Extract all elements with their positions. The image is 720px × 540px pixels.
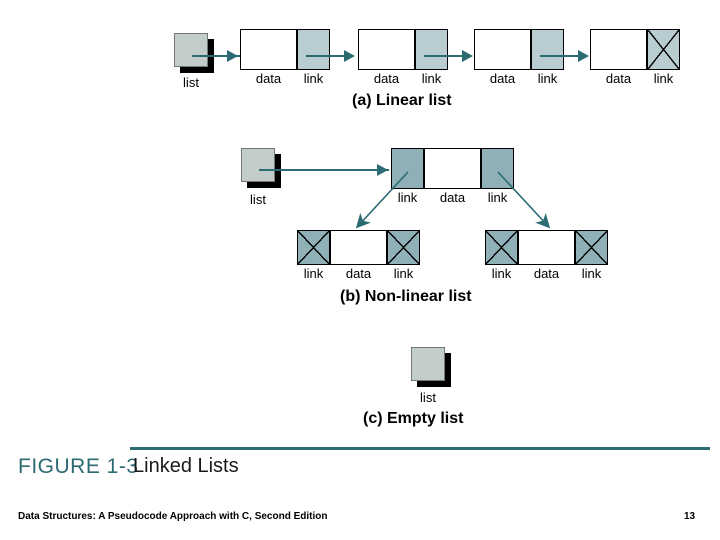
linear-head-arrow-head [227, 50, 238, 62]
linear-head-pointer-box [174, 33, 208, 67]
linear-node-1-arrow-line [306, 55, 350, 57]
caption-empty-list: (c) Empty list [363, 410, 464, 427]
linear-node-3-data-label: data [489, 71, 516, 86]
nonlinear-child1-left-link-label: link [303, 266, 324, 281]
nonlinear-child2-left-link-label: link [491, 266, 512, 281]
nonlinear-root-left-link-label: link [397, 190, 418, 205]
nonlinear-child2-data-cell [518, 230, 575, 265]
nonlinear-child2-right-link-label: link [581, 266, 602, 281]
linear-node-3-arrow-line [540, 55, 584, 57]
caption-nonlinear-list: (b) Non-linear list [340, 288, 472, 305]
linear-node-3-link-cell [531, 29, 564, 70]
nonlinear-child2-right-link-cell-null [575, 230, 608, 265]
nonlinear-child2-left-link-cell-null [485, 230, 518, 265]
linear-head-pointer-label: list [183, 75, 199, 90]
nonlinear-child1-right-link-label: link [393, 266, 414, 281]
linear-node-3-link-label: link [537, 71, 558, 86]
linear-node-2-data-label: data [373, 71, 400, 86]
nonlinear-child1-data-label: data [345, 266, 372, 281]
linear-node-1-data-label: data [255, 71, 282, 86]
nonlinear-root-right-link-label: link [487, 190, 508, 205]
nonlinear-child1-data-cell [330, 230, 387, 265]
linear-node-1-arrow-head [344, 50, 355, 62]
figure-rule [130, 447, 710, 450]
nonlinear-child1-right-link-cell-null [387, 230, 420, 265]
linear-node-1-link-cell [297, 29, 330, 70]
empty-head-pointer-label: list [420, 390, 436, 405]
caption-linear-list: (a) Linear list [352, 92, 452, 109]
nonlinear-root-data-cell [424, 148, 481, 189]
nonlinear-root-left-link-cell [391, 148, 424, 189]
linear-node-2-data-cell [358, 29, 415, 70]
nonlinear-head-arrow-head [377, 164, 388, 176]
linear-node-2-link-label: link [421, 71, 442, 86]
linear-node-2-arrow-line [424, 55, 468, 57]
nonlinear-head-pointer-label: list [250, 192, 266, 207]
nonlinear-root-data-label: data [439, 190, 466, 205]
linear-node-2-arrow-head [462, 50, 473, 62]
nonlinear-head-pointer-box [241, 148, 275, 182]
nonlinear-child1-left-link-cell-null [297, 230, 330, 265]
figure-number: FIGURE 1-3 [18, 455, 139, 478]
linear-head-arrow-line [192, 55, 240, 57]
linear-node-3-data-cell [474, 29, 531, 70]
linear-node-4-link-label: link [653, 71, 674, 86]
linear-node-2-link-cell [415, 29, 448, 70]
nonlinear-head-arrow-line [259, 169, 389, 171]
nonlinear-child2-data-label: data [533, 266, 560, 281]
linear-node-3-arrow-head [578, 50, 589, 62]
linear-node-4-data-cell [590, 29, 647, 70]
linear-node-1-link-label: link [303, 71, 324, 86]
figure-title: Linked Lists [133, 455, 239, 477]
linear-node-1-data-cell [240, 29, 297, 70]
nonlinear-root-right-link-cell [481, 148, 514, 189]
linear-node-4-data-label: data [605, 71, 632, 86]
linear-node-4-link-cell-null [647, 29, 680, 70]
empty-head-pointer-box-null [411, 347, 445, 381]
footer-book-title: Data Structures: A Pseudocode Approach w… [18, 511, 328, 522]
footer-page-number: 13 [684, 511, 696, 522]
